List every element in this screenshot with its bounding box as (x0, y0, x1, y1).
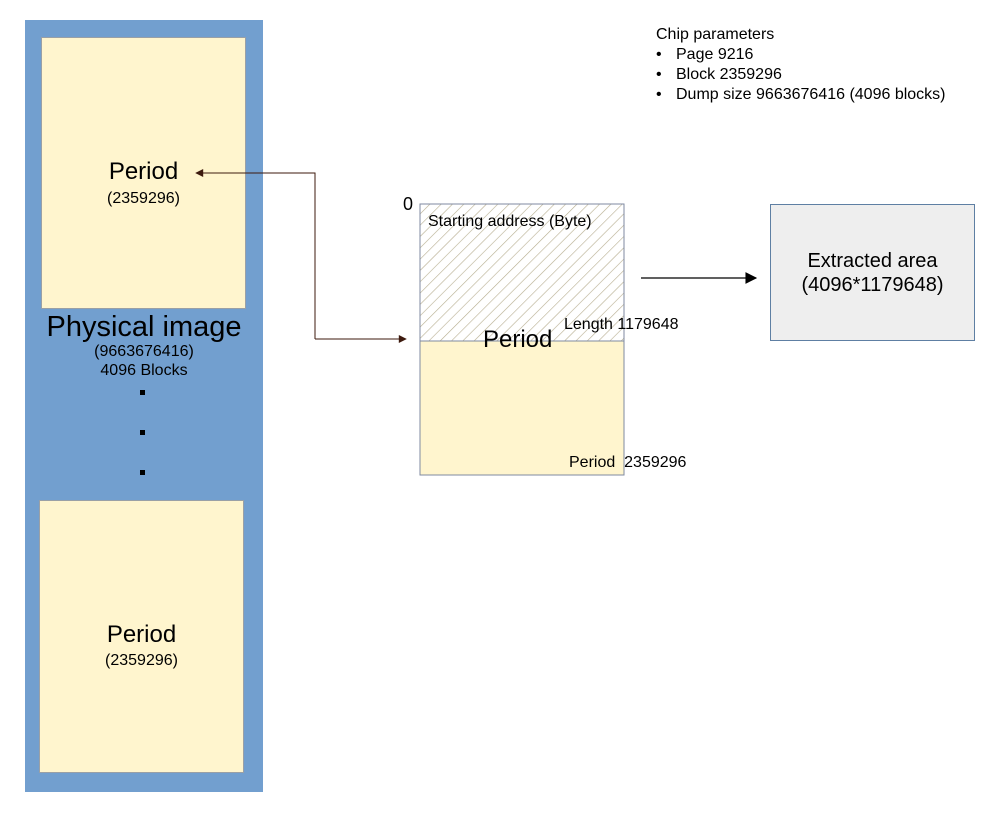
top-period-value: (2359296) (107, 190, 180, 207)
period-detail-box (419, 203, 625, 476)
starting-address-label: Starting address (Byte) (428, 213, 592, 230)
chip-parameter-item: Page 9216 (656, 45, 946, 65)
ellipsis-dot (140, 430, 145, 435)
extracted-area-size: (4096*1179648) (801, 273, 944, 296)
physical-image-size: (9663676416) (94, 343, 194, 360)
bottom-period-box (39, 500, 244, 773)
chip-parameter-item: Block 2359296 (656, 65, 946, 85)
extracted-length-region (420, 204, 624, 341)
period-size-label: Period 2359296 (569, 454, 687, 471)
zero-address-label: 0 (403, 194, 414, 214)
extracted-area-box: Extracted area (4096*1179648) (770, 204, 975, 341)
ellipsis-dot (140, 390, 145, 395)
chip-parameter-item: Dump size 9663676416 (4096 blocks) (656, 85, 946, 105)
physical-image-title: Physical image (46, 311, 242, 343)
bottom-period-value: (2359296) (105, 652, 178, 669)
physical-image-blocks: 4096 Blocks (100, 362, 188, 379)
connector-to-top-period (195, 169, 316, 339)
period-detail-label: Period (483, 326, 553, 353)
ellipsis-dot (140, 470, 145, 475)
period-remainder-region (420, 341, 624, 475)
chip-parameters: Chip parameters Page 9216 Block 2359296 … (656, 25, 946, 105)
chip-parameters-title: Chip parameters (656, 26, 775, 43)
length-label: Length 1179648 (564, 316, 679, 333)
bottom-period-label: Period (106, 621, 177, 648)
chip-parameters-list: Page 9216 Block 2359296 Dump size 966367… (656, 45, 946, 105)
top-period-label: Period (108, 158, 179, 185)
extracted-area-title: Extracted area (807, 249, 938, 272)
